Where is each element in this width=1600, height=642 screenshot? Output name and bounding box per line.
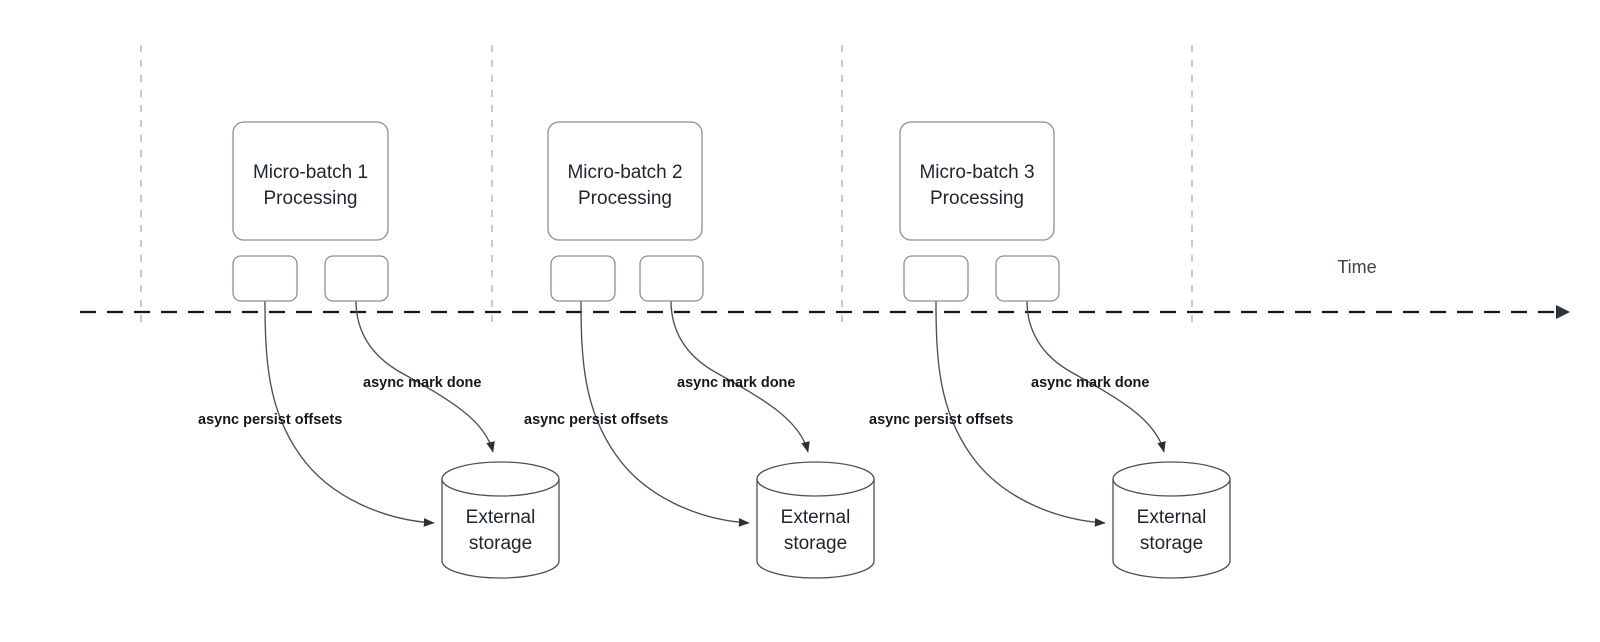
micro-batch-label-line2: Processing	[264, 188, 358, 209]
external-storage-label-line2: storage	[784, 533, 847, 554]
edge-mark-1	[355, 300, 495, 453]
micro-batch-box[interactable]	[899, 121, 1055, 241]
diagram-labels: async persist offsets async mark done Micr…	[198, 162, 1206, 554]
external-storage-cylinder-top	[1112, 461, 1231, 497]
edge-persist-1	[264, 300, 435, 527]
micro-batch-label-line2: Processing	[930, 188, 1024, 209]
edge-mark-2	[670, 300, 810, 453]
external-storage-label-line2: storage	[469, 533, 532, 554]
external-storage-label-line1: External	[781, 507, 851, 528]
micro-batch-label-line1: Micro-batch 2	[567, 162, 682, 183]
micro-batch-label-line1: Micro-batch 1	[253, 162, 368, 183]
edge-mark-1-label: async mark done	[363, 375, 481, 391]
task-box-mark-done[interactable]	[995, 255, 1060, 302]
task-box-persist[interactable]	[550, 255, 616, 302]
task-box-persist[interactable]	[903, 255, 969, 302]
micro-batch-label-line1: Micro-batch 3	[919, 162, 1034, 183]
connector-edges	[264, 300, 1166, 527]
external-storage-cylinder-top	[756, 461, 875, 497]
external-storage-cylinder-top	[441, 461, 560, 497]
time-axis-label: Time	[1337, 257, 1376, 277]
micro-batch-box[interactable]	[232, 121, 389, 241]
external-storage-cylinder-body	[1112, 479, 1231, 579]
task-box-persist[interactable]	[232, 255, 298, 302]
diagram-shapes	[232, 121, 1231, 579]
edge-mark-3	[1026, 300, 1166, 453]
edge-persist-3-label: async persist offsets	[869, 412, 1013, 428]
divider-lines	[140, 45, 1193, 330]
edge-persist-1-label: async persist offsets	[198, 412, 342, 428]
external-storage-label-line1: External	[1137, 507, 1207, 528]
time-axis-arrow-icon	[1556, 305, 1570, 319]
edge-persist-3	[935, 300, 1106, 527]
micro-batch-box[interactable]	[547, 121, 703, 241]
task-box-mark-done[interactable]	[639, 255, 704, 302]
edge-persist-2	[580, 300, 750, 527]
edge-mark-3-label: async mark done	[1031, 375, 1149, 391]
time-axis: Time	[80, 257, 1570, 319]
external-storage-cylinder-body	[441, 479, 560, 579]
external-storage-label-line1: External	[466, 507, 536, 528]
edge-mark-2-label: async mark done	[677, 375, 795, 391]
micro-batch-label-line2: Processing	[578, 188, 672, 209]
external-storage-label-line2: storage	[1140, 533, 1203, 554]
task-box-mark-done[interactable]	[324, 255, 389, 302]
edge-persist-2-label: async persist offsets	[524, 412, 668, 428]
external-storage-cylinder-body	[756, 479, 875, 579]
